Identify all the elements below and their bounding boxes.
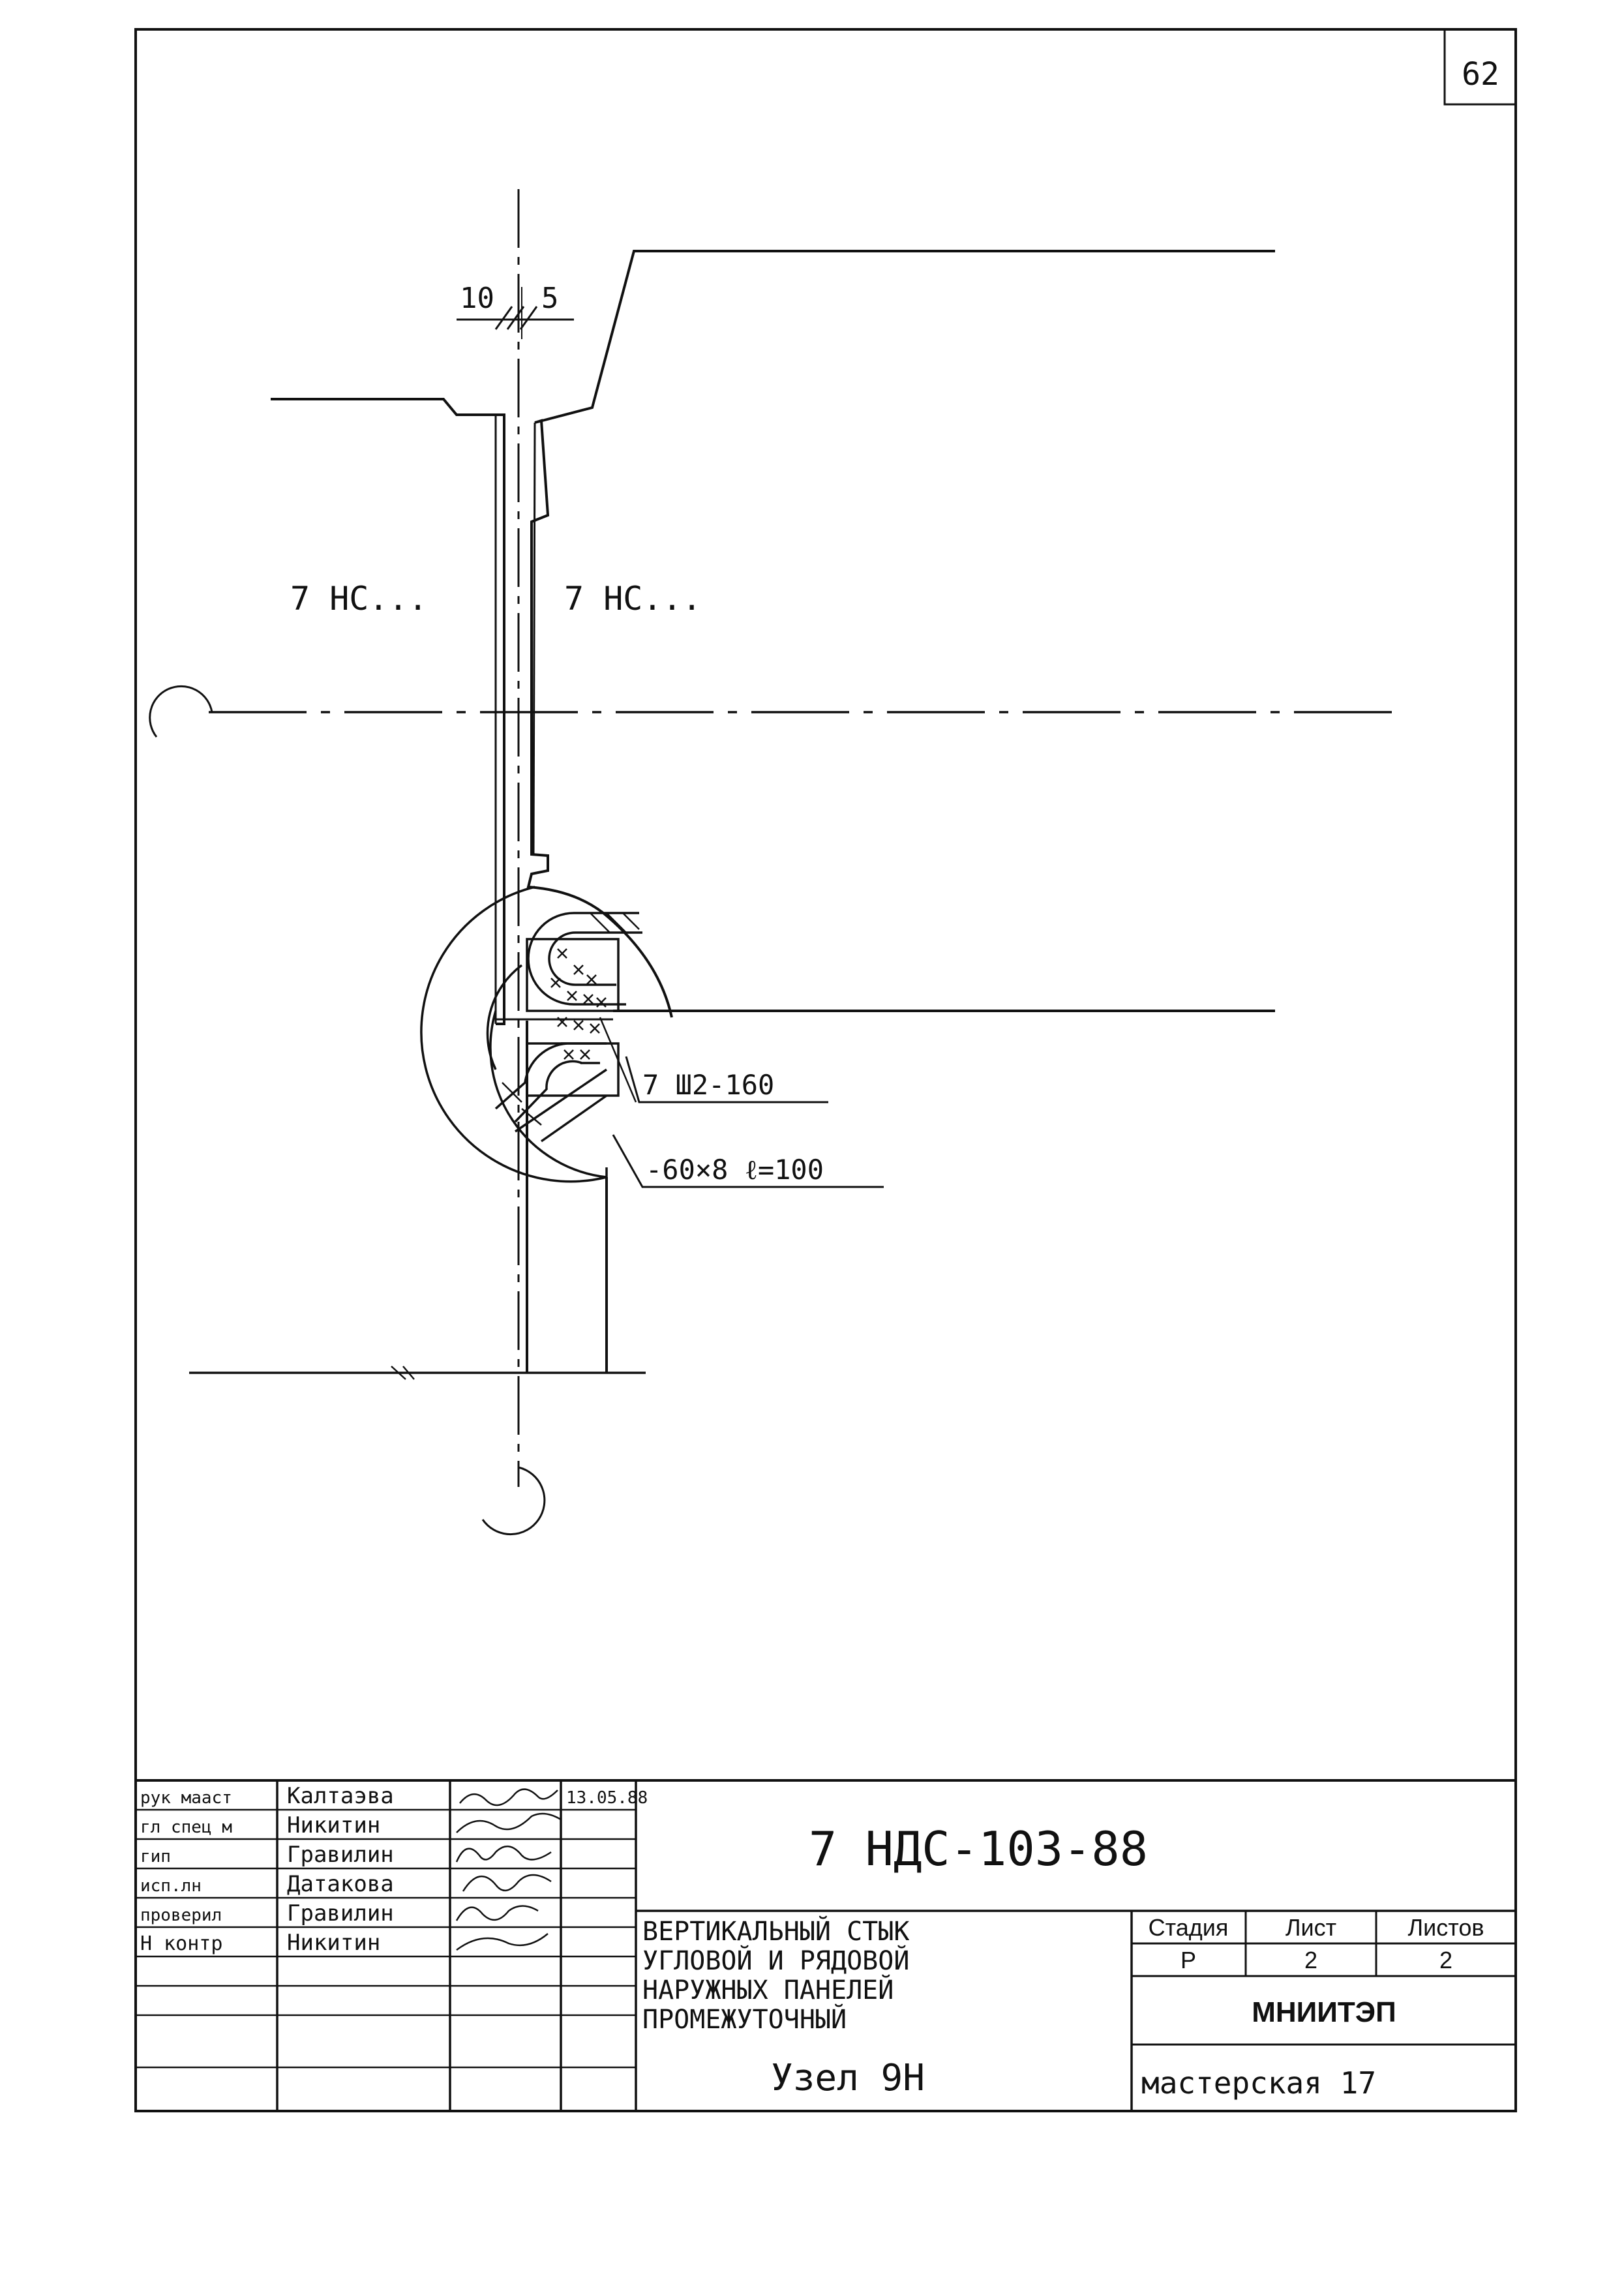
weld-callout-leader: [625, 1056, 828, 1103]
left-panel-label: 7 НС...: [290, 580, 428, 618]
sheet-number: 62: [1462, 56, 1499, 93]
sheet-value: 2: [1304, 1947, 1317, 1973]
sheets-header: Листов: [1408, 1914, 1484, 1941]
loop-anchor-upper: [527, 912, 642, 1006]
axis-bubble-left: [149, 685, 213, 738]
axis-bubble-bottom: [481, 1466, 546, 1535]
weld-marks: [550, 948, 607, 1060]
dimension-right-label: 5: [541, 282, 559, 315]
handwritten-signatures: [455, 1788, 562, 1951]
signature-role: проверил: [140, 1906, 222, 1925]
signature-row: проверил Гравилин: [140, 1900, 394, 1926]
right-panel-outline: [526, 250, 1275, 1018]
workshop-label: мастерская 17: [1141, 2065, 1376, 2101]
signature-role: исп.лн: [140, 1876, 202, 1896]
organization-name: МНИИТЭП: [1252, 1996, 1396, 2028]
document-code: 7 НДС-103-88: [809, 1821, 1148, 1876]
signature-name: Гравилин: [287, 1842, 394, 1868]
signature-name: Датакова: [287, 1871, 394, 1897]
signature-name: Калтаэва: [287, 1783, 394, 1809]
signature-row: гип Гравилин: [140, 1842, 394, 1868]
signature-role: гип: [140, 1847, 171, 1866]
right-panel-label: 7 НС...: [564, 580, 702, 618]
title-line: ВЕРТИКАЛЬНЫЙ СТЫК: [642, 1915, 909, 1947]
signature-table: рук мааст Калтаэва 13.05.88 гл спец м Ни…: [140, 1783, 648, 1956]
sheet-frame: [134, 28, 1517, 2112]
node-label: Узел 9Н: [771, 2057, 925, 2099]
signature-row: гл спец м Никитин: [140, 1812, 380, 1838]
signature-name: Никитин: [287, 1812, 380, 1838]
embedded-plate-upper: [526, 938, 620, 1012]
signature-date: 13.05.88: [566, 1788, 648, 1808]
signature-name: Гравилин: [287, 1900, 394, 1926]
title-line: УГЛОВОЙ И РЯДОВОЙ: [642, 1945, 909, 1976]
signature-row: Н контр Никитин: [140, 1930, 380, 1956]
plate-callout-label: -60×8 ℓ=100: [646, 1154, 824, 1186]
title-line: НАРУЖНЫХ ПАНЕЛЕЙ: [642, 1974, 894, 2005]
sheets-value: 2: [1439, 1947, 1452, 1973]
joint-drawing: [149, 189, 1399, 1535]
stage-value: Р: [1180, 1947, 1196, 1973]
left-panel-outline: [271, 398, 505, 1025]
detail-cutout: [420, 886, 608, 1183]
title-line: ПРОМЕЖУТОЧНЫЙ: [642, 2003, 847, 2035]
sheet-header: Лист: [1286, 1914, 1336, 1941]
loop-anchor-lower: [494, 1042, 607, 1123]
signature-row: рук мааст Калтаэва 13.05.88: [140, 1783, 648, 1809]
title-block: [136, 1779, 1516, 2111]
plate-callout-leader: [612, 1134, 884, 1188]
document-title: ВЕРТИКАЛЬНЫЙ СТЫК УГЛОВОЙ И РЯДОВОЙ НАРУ…: [642, 1915, 909, 2035]
weld-callout-label: 7 Ш2-160: [642, 1069, 774, 1101]
signature-row: исп.лн Датакова: [140, 1871, 394, 1897]
signature-role: Н контр: [140, 1932, 222, 1955]
signature-role: рук мааст: [140, 1788, 232, 1808]
dimension-left-label: 10: [460, 282, 494, 315]
stage-header: Стадия: [1149, 1914, 1229, 1941]
sheet-number-box: 62: [1443, 29, 1516, 106]
signature-name: Никитин: [287, 1930, 380, 1956]
signature-role: гл спец м: [140, 1818, 232, 1837]
